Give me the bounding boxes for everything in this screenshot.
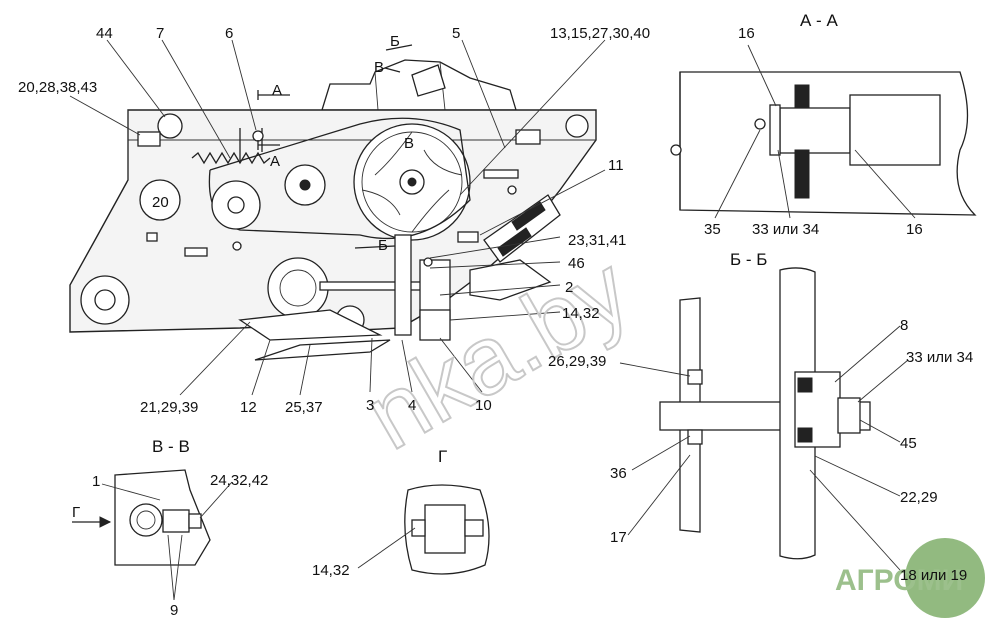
agromi-logo: АГРОМИ bbox=[835, 538, 985, 618]
label-20-28-38-43: 20,28,38,43 bbox=[18, 79, 97, 96]
label-6: 6 bbox=[225, 25, 233, 42]
section-title-vv: В - В bbox=[152, 437, 190, 456]
section-mark-b1: Б bbox=[390, 33, 400, 50]
label-7: 7 bbox=[156, 25, 164, 42]
section-title-g: Г bbox=[438, 447, 447, 466]
label-5: 5 bbox=[452, 25, 460, 42]
label-10: 10 bbox=[475, 397, 492, 414]
label-13-15-27-30-40: 13,15,27,30,40 bbox=[550, 25, 650, 42]
label-16-bottom: 16 bbox=[906, 221, 923, 238]
label-36: 36 bbox=[610, 465, 627, 482]
leader-lines bbox=[69, 39, 606, 396]
label-46: 46 bbox=[568, 255, 585, 272]
label-22-29: 22,29 bbox=[900, 489, 938, 506]
section-mark-a1: А bbox=[272, 82, 282, 99]
section-mark-v2: В bbox=[404, 135, 414, 152]
section-title-aa: А - А bbox=[800, 11, 838, 30]
label-16-top: 16 bbox=[738, 25, 755, 42]
section-mark-v1: В bbox=[374, 59, 384, 76]
label-14-32-main: 14,32 bbox=[562, 305, 600, 322]
label-24-32-42: 24,32,42 bbox=[210, 472, 268, 489]
label-17: 17 bbox=[610, 529, 627, 546]
section-title-bb: Б - Б bbox=[730, 250, 767, 269]
label-8: 8 bbox=[900, 317, 908, 334]
plate-number: 20 bbox=[152, 194, 169, 211]
label-2: 2 bbox=[565, 279, 573, 296]
callout-labels: 44 7 6 5 13,15,27,30,40 20,28,38,43 11 2… bbox=[18, 11, 973, 619]
svg-text:АГРОМИ: АГРОМИ bbox=[835, 564, 963, 597]
label-3: 3 bbox=[366, 397, 374, 414]
label-35: 35 bbox=[704, 221, 721, 238]
view-g bbox=[357, 484, 490, 575]
section-vv bbox=[72, 469, 233, 601]
section-mark-a2: А bbox=[270, 153, 280, 170]
label-11: 11 bbox=[608, 157, 624, 174]
label-26-29-39: 26,29,39 bbox=[548, 353, 606, 370]
label-23-31-41: 23,31,41 bbox=[568, 232, 626, 249]
section-aa bbox=[670, 44, 977, 219]
label-25-37: 25,37 bbox=[285, 399, 323, 416]
label-18-or-19: 18 или 19 bbox=[900, 567, 967, 584]
label-9: 9 bbox=[170, 602, 178, 619]
main-assembly bbox=[69, 59, 597, 361]
section-markers bbox=[257, 44, 413, 249]
label-45: 45 bbox=[900, 435, 917, 452]
label-33-or-34-aa: 33 или 34 bbox=[752, 221, 819, 238]
label-g-arrow: Г bbox=[72, 504, 80, 521]
label-44: 44 bbox=[96, 25, 113, 42]
label-21-29-39: 21,29,39 bbox=[140, 399, 198, 416]
label-14-32-g: 14,32 bbox=[312, 562, 350, 579]
label-33-or-34-bb: 33 или 34 bbox=[906, 349, 973, 366]
label-1: 1 bbox=[92, 473, 100, 490]
label-12: 12 bbox=[240, 399, 257, 416]
section-bb bbox=[619, 267, 909, 571]
label-4: 4 bbox=[408, 397, 416, 414]
section-mark-b2: Б bbox=[378, 237, 388, 254]
